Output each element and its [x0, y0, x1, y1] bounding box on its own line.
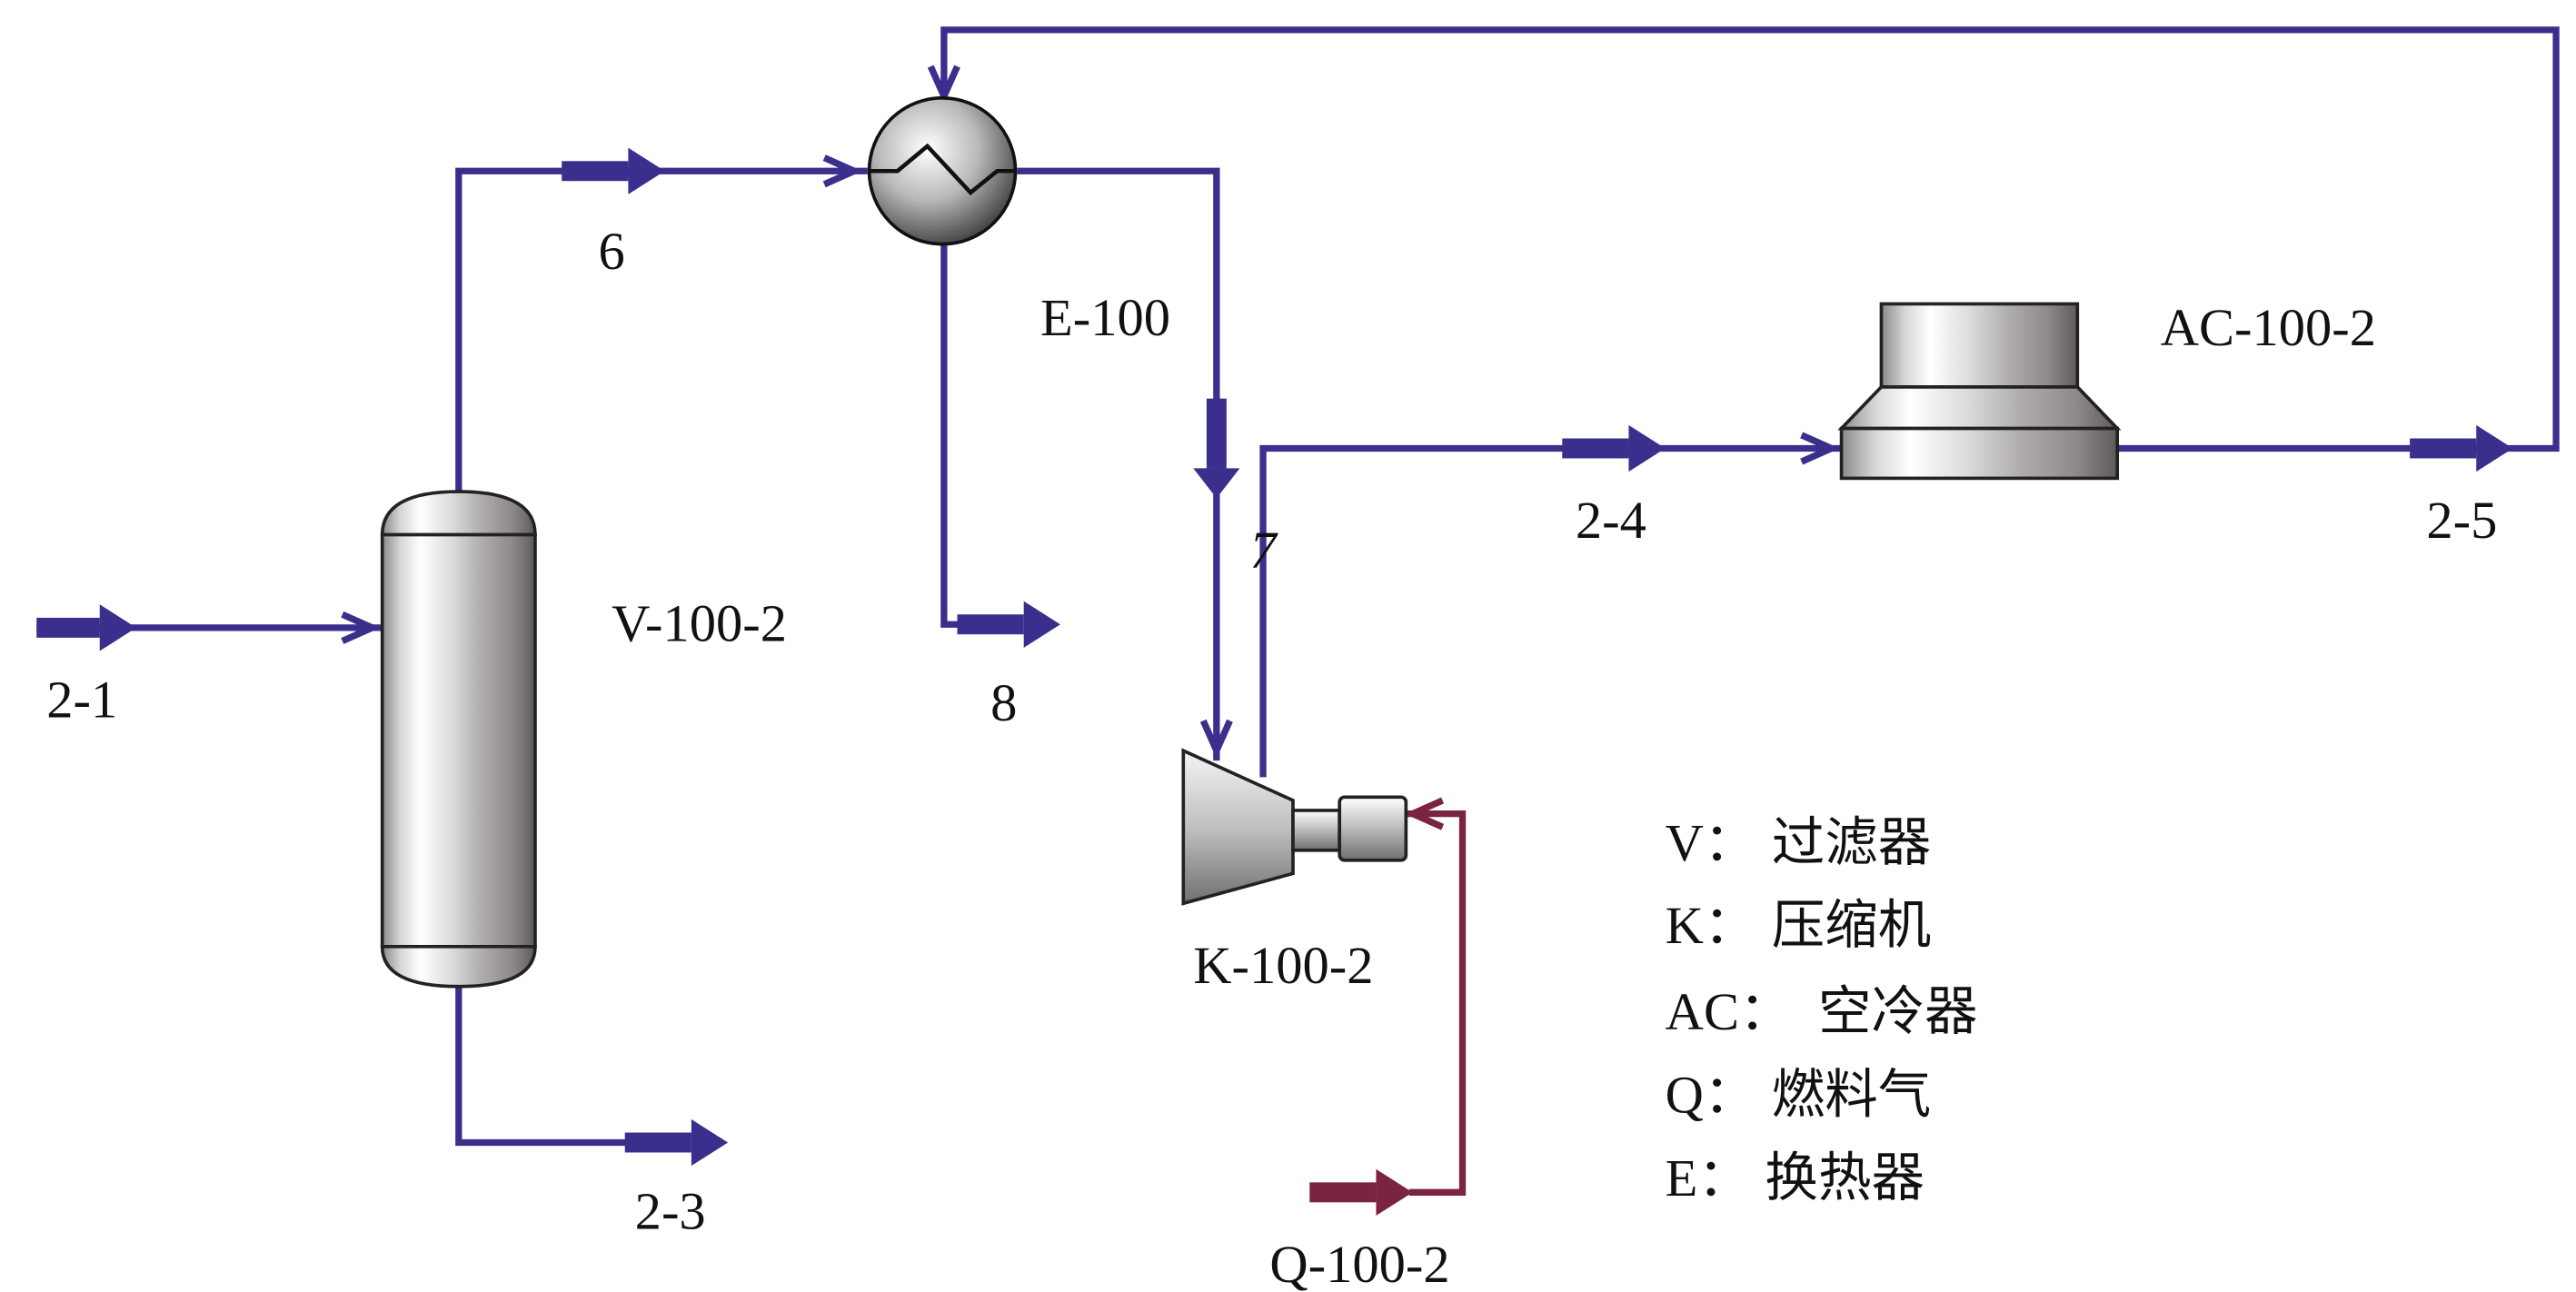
heat-exchanger-e-100[interactable]	[867, 96, 1018, 246]
label-equipment-v-100-2: V-100-2	[612, 594, 787, 653]
air-cooler-ac-100-2[interactable]	[1837, 302, 2122, 481]
legend-key: AC：	[1666, 982, 1793, 1041]
legend: V： 过滤器 K： 压缩机 AC： 空冷器 Q： 燃料气 E： 换热器	[1666, 813, 1978, 1208]
legend-item: Q： 燃料气	[1666, 1066, 1932, 1125]
label-stream-7: 7	[1249, 521, 1278, 580]
label-equipment-ac-100-2: AC-100-2	[2161, 298, 2376, 357]
label-stream-2-5: 2-5	[2426, 491, 2497, 550]
label-stream-8: 8	[990, 673, 1017, 732]
legend-value: 燃料气	[1772, 1066, 1932, 1125]
label-stream-2-1: 2-1	[46, 671, 117, 730]
stream-2-1[interactable]	[36, 604, 383, 651]
stream-6[interactable]	[455, 147, 868, 499]
stream-2-3[interactable]	[455, 979, 729, 1167]
compressor-k-100-2[interactable]	[1181, 748, 1408, 906]
label-equipment-e-100: E-100	[1040, 288, 1170, 347]
legend-value: 过滤器	[1772, 813, 1932, 872]
legend-value: 空冷器	[1818, 982, 1978, 1041]
label-stream-2-3: 2-3	[635, 1182, 706, 1241]
legend-key: E：	[1666, 1148, 1751, 1208]
legend-key: Q：	[1666, 1066, 1757, 1125]
label-equipment-k-100-2: K-100-2	[1193, 936, 1373, 995]
stream-8[interactable]	[940, 241, 1060, 648]
stream-2-4[interactable]	[1259, 424, 1842, 778]
legend-item: E： 换热器	[1666, 1148, 1925, 1208]
stream-q-100-2[interactable]	[1309, 797, 1467, 1216]
legend-key: K：	[1666, 896, 1757, 955]
vessel-v-100-2[interactable]	[380, 490, 537, 989]
stream-7[interactable]	[1017, 167, 1240, 761]
label-stream-6: 6	[598, 222, 624, 281]
label-stream-2-4: 2-4	[1576, 491, 1646, 550]
legend-item: K： 压缩机	[1666, 896, 1932, 955]
legend-item: V： 过滤器	[1666, 813, 1932, 872]
legend-value: 换热器	[1765, 1148, 1925, 1208]
legend-key: V：	[1666, 813, 1757, 872]
stream-2-5[interactable]	[927, 26, 2560, 472]
label-stream-q-100-2: Q-100-2	[1269, 1235, 1449, 1292]
legend-item: AC： 空冷器	[1666, 982, 1978, 1041]
legend-value: 压缩机	[1772, 896, 1932, 955]
